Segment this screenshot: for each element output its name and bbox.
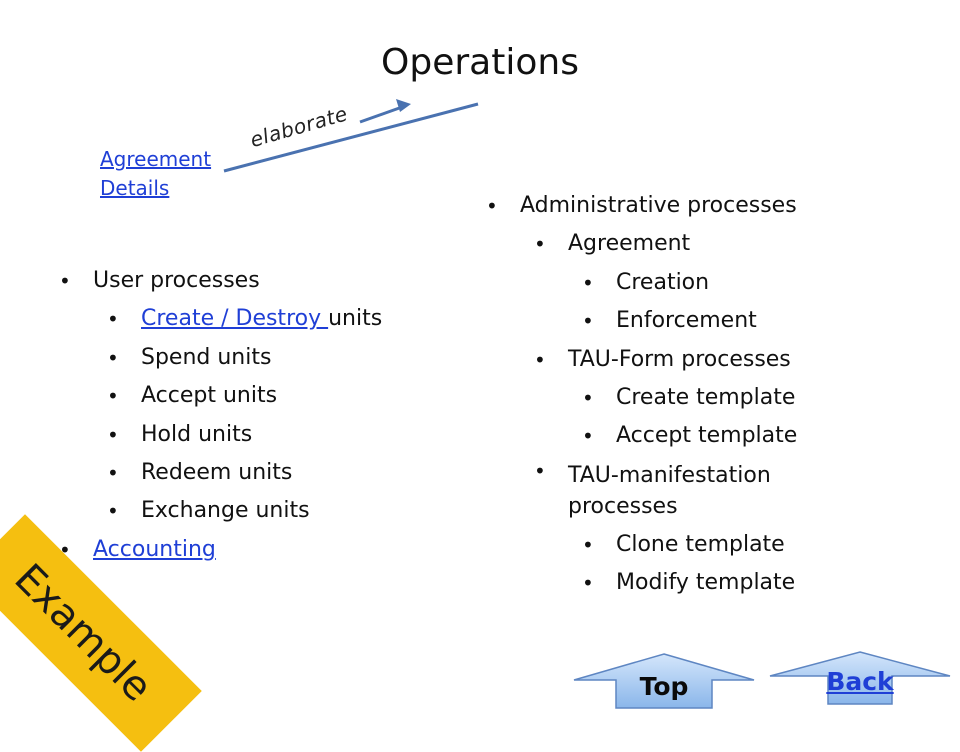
bullet-icon: • [107, 384, 119, 409]
list-item-exchange: • Exchange units [93, 492, 382, 530]
list-item-spend: • Spend units [93, 339, 382, 377]
bullet-icon: • [107, 499, 119, 524]
bullet-icon: • [534, 458, 546, 483]
bullet-icon: • [107, 461, 119, 486]
list-item-tau-manifestation: • TAU-manifestation processes [520, 456, 797, 526]
top-button-label[interactable]: Top [639, 672, 689, 701]
agreement-details-line2[interactable]: Details [100, 176, 170, 200]
list-item-label: units [328, 306, 383, 332]
top-button[interactable]: Top [572, 652, 756, 712]
list-item-enforcement: • Enforcement [520, 302, 797, 340]
list-item-label: Create template [616, 385, 796, 411]
agreement-details-link[interactable]: Agreement Details [100, 145, 211, 203]
list-item-label: Spend units [141, 344, 272, 370]
bullet-icon: • [486, 194, 498, 218]
list-item-hold: • Hold units [93, 416, 382, 454]
elaborate-arrow-shaft [359, 104, 406, 124]
list-item-user-processes: • User processes [59, 262, 382, 300]
list-item-clone-template: • Clone template [520, 526, 797, 564]
bullet-icon: • [534, 347, 546, 372]
list-item-label: Hold units [141, 421, 253, 447]
list-item-accounting: • Accounting [59, 531, 382, 569]
list-item-label: User processes [93, 268, 260, 293]
bullet-icon: • [59, 537, 71, 562]
bullet-icon: • [582, 571, 594, 596]
list-item-label: Modify template [616, 570, 796, 596]
bullet-icon: • [582, 309, 594, 334]
bullet-icon: • [582, 270, 594, 295]
bullet-icon: • [107, 345, 119, 370]
list-item-label: Administrative processes [520, 193, 797, 218]
list-item-accept-template: • Accept template [520, 417, 797, 455]
bullet-icon: • [534, 232, 546, 257]
list-item-administrative: • Administrative processes [486, 187, 797, 225]
elaborate-label: elaborate [247, 101, 351, 152]
list-item-tau-form: • TAU-Form processes [520, 341, 797, 379]
page-title: Operations [381, 42, 579, 83]
list-item-creation: • Creation [520, 264, 797, 302]
list-item-accept: • Accept units [93, 377, 382, 415]
list-item-label: Redeem units [141, 460, 293, 486]
back-button[interactable]: Back [768, 650, 952, 710]
bullet-icon: • [59, 269, 71, 293]
list-item-create-template: • Create template [520, 379, 797, 417]
list-item-label: Accept template [616, 423, 798, 449]
elaborate-arrow-head [396, 99, 411, 112]
bullet-icon: • [107, 307, 119, 332]
list-item-label: Exchange units [141, 498, 310, 524]
list-item-label-line1: TAU-manifestation [568, 462, 771, 488]
accounting-link[interactable]: Accounting [93, 536, 216, 562]
list-item-label: TAU-Form processes [568, 346, 791, 372]
administrative-processes-list: • Administrative processes • Agreement •… [486, 187, 797, 603]
bullet-icon: • [107, 422, 119, 447]
list-item-label: Enforcement [616, 308, 757, 334]
up-arrow-icon [573, 653, 755, 709]
list-item-modify-template: • Modify template [520, 564, 797, 602]
user-processes-list: • User processes • Create / Destroy unit… [59, 262, 382, 569]
back-button-label[interactable]: Back [826, 667, 894, 696]
list-item-label: Accept units [141, 383, 278, 409]
bullet-icon: • [582, 386, 594, 411]
bullet-icon: • [582, 424, 594, 449]
list-item-redeem: • Redeem units [93, 454, 382, 492]
create-destroy-link[interactable]: Create / Destroy [141, 306, 329, 332]
list-item-label: Creation [616, 269, 710, 295]
example-badge-label: Example [5, 555, 161, 711]
list-item-label: Agreement [568, 231, 691, 257]
list-item-label: Clone template [616, 531, 785, 557]
list-item-create-destroy: • Create / Destroy units [93, 300, 382, 338]
list-item-label-line2: processes [568, 493, 678, 519]
up-arrow-icon [769, 651, 951, 705]
agreement-details-line1[interactable]: Agreement [100, 147, 212, 171]
bullet-icon: • [582, 532, 594, 557]
list-item-agreement: • Agreement [520, 225, 797, 263]
